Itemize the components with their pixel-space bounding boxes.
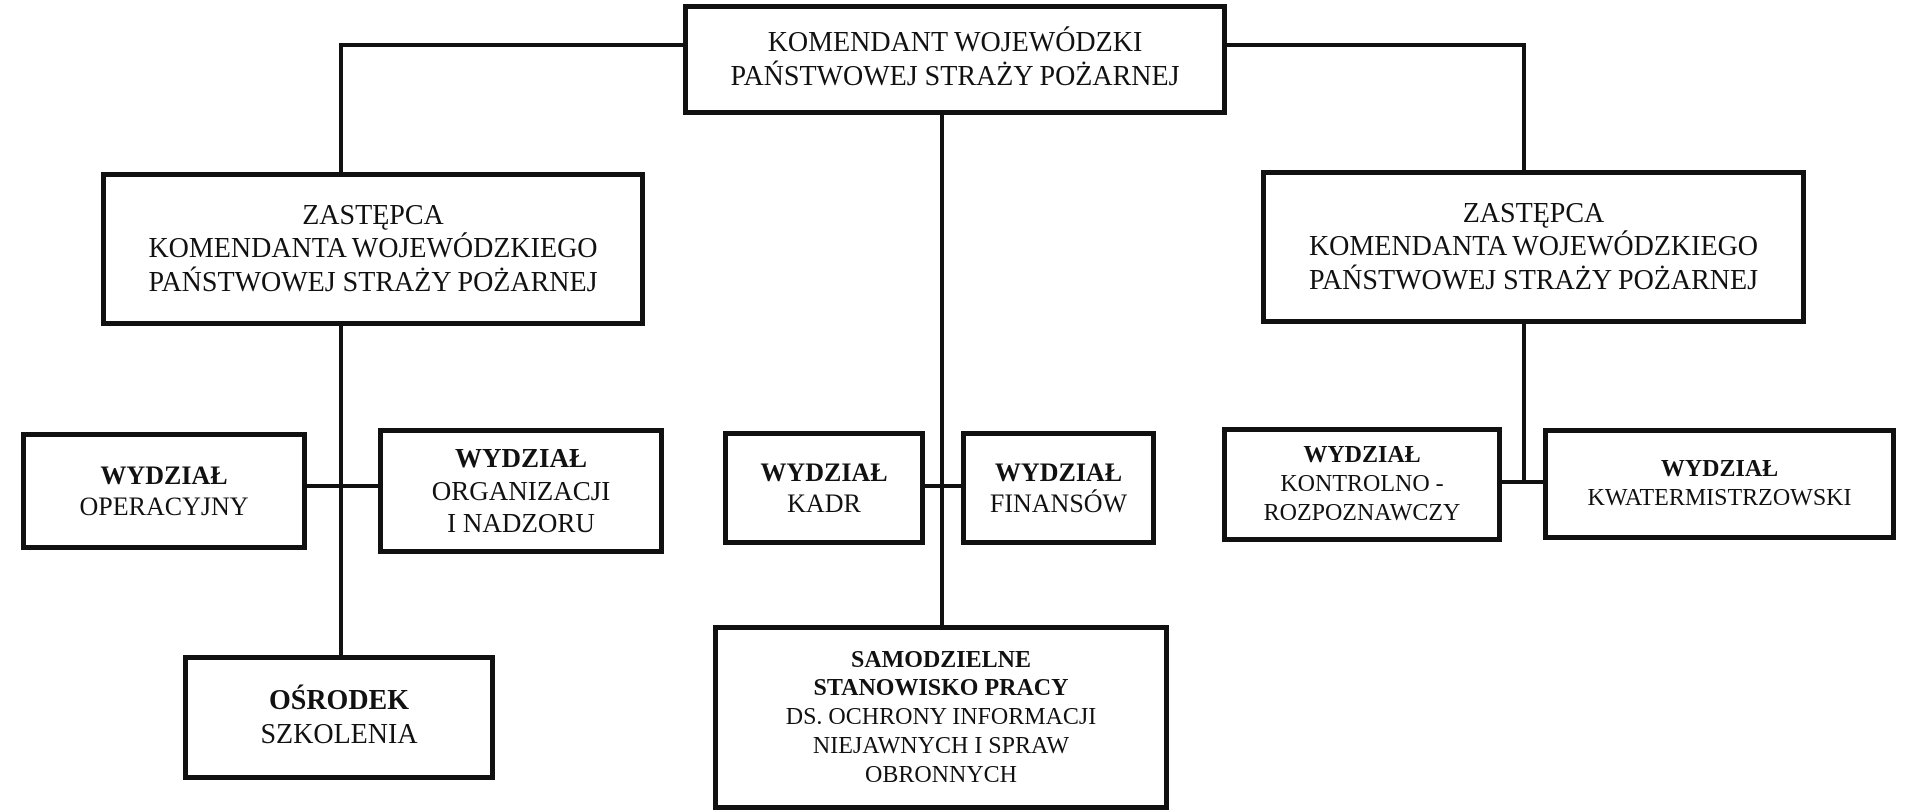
- dept-finansow-title: WYDZIAŁ: [994, 457, 1123, 487]
- dept-operacyjny-title: WYDZIAŁ: [100, 460, 228, 490]
- dept-kadr-box: WYDZIAŁ KADR: [723, 431, 925, 545]
- dept-kwatermistrzowski-line-1: KWATERMISTRZOWSKI: [1587, 485, 1852, 511]
- dept-organizacji-line-2: I NADZORU: [447, 508, 595, 539]
- deputy-left-box: ZASTĘPCA KOMENDANTA WOJEWÓDZKIEGO PAŃSTW…: [101, 172, 645, 326]
- connector-root-to-left: [339, 43, 683, 47]
- root-box: KOMENDANT WOJEWÓDZKI PAŃSTWOWEJ STRAŻY P…: [683, 4, 1227, 115]
- dept-kadr-title: WYDZIAŁ: [760, 457, 888, 487]
- connector-center-trunk: [940, 112, 944, 631]
- dept-kadr-line-1: KADR: [787, 489, 861, 518]
- dept-organizacji-line-1: ORGANIZACJI: [431, 475, 611, 506]
- connector-left-drop: [339, 43, 343, 174]
- dept-kontrolno-line-2: ROZPOZNAWCZY: [1263, 499, 1461, 526]
- connector-right-branch: [1499, 480, 1550, 484]
- root-line-2: PAŃSTWOWEJ STRAŻY POŻARNEJ: [730, 60, 1180, 92]
- dept-finansow-box: WYDZIAŁ FINANSÓW: [961, 431, 1156, 545]
- samodzielne-line-2: NIEJAWNYCH I SPRAW: [812, 732, 1070, 759]
- deputy-left-line-1: ZASTĘPCA: [302, 199, 444, 231]
- connector-left-trunk: [339, 324, 343, 657]
- dept-finansow-line-1: FINANSÓW: [989, 489, 1128, 518]
- root-line-1: KOMENDANT WOJEWÓDZKI: [767, 26, 1143, 58]
- dept-kontrolno-line-1: KONTROLNO -: [1280, 471, 1444, 498]
- samodzielne-line-3: OBRONNYCH: [864, 761, 1017, 788]
- osrodek-szkolenia-box: OŚRODEK SZKOLENIA: [183, 655, 495, 780]
- dept-kwatermistrzowski-title: WYDZIAŁ: [1660, 456, 1779, 483]
- deputy-left-line-2: KOMENDANTA WOJEWÓDZKIEGO: [148, 233, 598, 265]
- connector-right-trunk: [1522, 322, 1526, 484]
- deputy-left-line-3: PAŃSTWOWEJ STRAŻY POŻARNEJ: [148, 266, 598, 298]
- connector-root-to-right: [1222, 43, 1526, 47]
- osrodek-szkolenia-line-1: SZKOLENIA: [260, 718, 418, 750]
- samodzielne-title-line-1: SAMODZIELNE: [850, 646, 1032, 673]
- connector-left-branch: [303, 484, 380, 488]
- osrodek-szkolenia-title: OŚRODEK: [268, 684, 410, 716]
- deputy-right-box: ZASTĘPCA KOMENDANTA WOJEWÓDZKIEGO PAŃSTW…: [1261, 170, 1806, 324]
- dept-operacyjny-line-1: OPERACYJNY: [79, 492, 249, 521]
- deputy-right-line-3: PAŃSTWOWEJ STRAŻY POŻARNEJ: [1308, 264, 1759, 296]
- samodzielne-stanowisko-box: SAMODZIELNE STANOWISKO PRACY DS. OCHRONY…: [713, 625, 1169, 810]
- samodzielne-title-line-2: STANOWISKO PRACY: [813, 675, 1069, 702]
- dept-operacyjny-box: WYDZIAŁ OPERACYJNY: [21, 432, 307, 550]
- dept-organizacji-title: WYDZIAŁ: [454, 443, 588, 474]
- dept-kontrolno-title: WYDZIAŁ: [1303, 442, 1421, 469]
- connector-right-drop: [1522, 43, 1526, 172]
- dept-kwatermistrzowski-box: WYDZIAŁ KWATERMISTRZOWSKI: [1543, 428, 1896, 540]
- samodzielne-line-1: DS. OCHRONY INFORMACJI: [785, 704, 1097, 731]
- deputy-right-line-2: KOMENDANTA WOJEWÓDZKIEGO: [1308, 231, 1759, 263]
- dept-kontrolno-box: WYDZIAŁ KONTROLNO - ROZPOZNAWCZY: [1222, 427, 1502, 542]
- deputy-right-line-1: ZASTĘPCA: [1462, 197, 1605, 229]
- connector-center-branch: [920, 484, 965, 488]
- dept-organizacji-box: WYDZIAŁ ORGANIZACJI I NADZORU: [378, 428, 664, 554]
